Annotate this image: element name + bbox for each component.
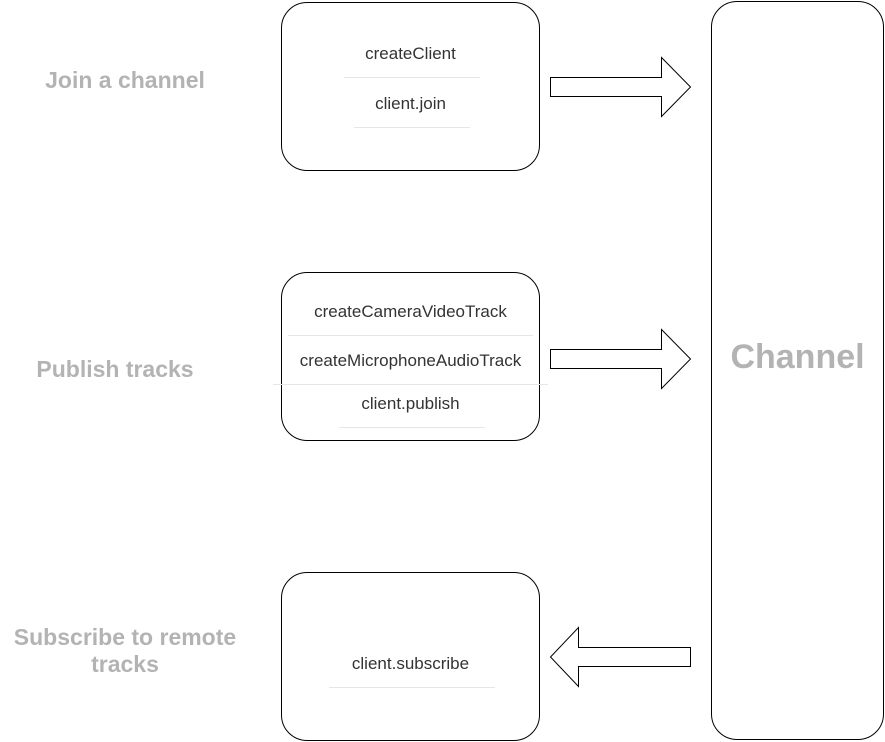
arrow-left-icon — [549, 626, 691, 688]
api-call-create-microphone-audio-track: createMicrophoneAudioTrack — [299, 351, 522, 370]
api-call-client-subscribe: client.subscribe — [351, 654, 470, 673]
publish-calls-box — [281, 272, 540, 441]
separator-line — [339, 427, 485, 428]
api-call-client-publish: client.publish — [361, 394, 460, 413]
join-calls-box — [281, 2, 540, 171]
stage-label-join: Join a channel — [45, 67, 205, 93]
api-call-client-join: client.join — [375, 94, 446, 113]
subscribe-calls-box — [281, 572, 540, 741]
separator-line — [354, 127, 470, 128]
separator-line — [329, 687, 495, 688]
separator-line — [273, 384, 548, 385]
channel-box — [711, 1, 884, 740]
api-call-create-client: createClient — [365, 44, 456, 63]
api-call-create-camera-video-track: createCameraVideoTrack — [314, 302, 507, 321]
channel-label: Channel — [730, 338, 865, 376]
separator-line — [344, 77, 480, 78]
stage-label-publish: Publish tracks — [36, 356, 194, 382]
stage-label-subscribe: Subscribe to remote tracks — [13, 624, 237, 677]
arrow-right-icon — [550, 328, 692, 390]
arrow-right-icon — [550, 56, 692, 118]
separator-line — [288, 335, 533, 336]
